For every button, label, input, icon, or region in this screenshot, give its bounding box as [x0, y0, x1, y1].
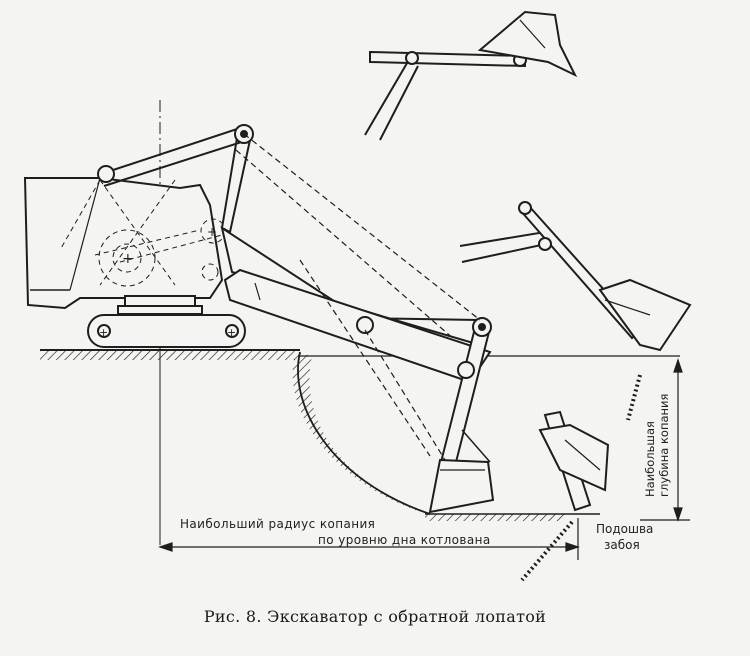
radius-label-line1: Наибольший радиус копания: [180, 517, 376, 531]
excavator-body: [23, 177, 224, 315]
base-label-line2: забоя: [604, 538, 640, 552]
bucket-upper-position: [364, 10, 578, 141]
depth-label-line1: Наибольшая: [643, 421, 657, 497]
ground-surface: [40, 349, 680, 360]
radius-dimension: [158, 518, 580, 560]
bucket-digging: [428, 429, 495, 514]
hoist-rope-dashed: [235, 133, 481, 461]
depth-label-line2: глубина копания: [657, 393, 671, 497]
base-label-line1: Подошва: [596, 522, 654, 536]
depth-label: Наибольшая глубина копания: [643, 394, 671, 497]
bucket-lower-position: [538, 410, 610, 512]
svg-text:+: +: [99, 326, 108, 339]
svg-text:+: +: [207, 225, 217, 239]
figure-caption: Рис. 8. Экскаватор с обратной лопатой: [203, 607, 547, 626]
excavation-pit: [292, 351, 600, 521]
radius-label-line2: по уровню дна котлована: [318, 533, 491, 547]
bucket-middle-position: [459, 201, 692, 352]
depth-dimension: [640, 358, 690, 522]
svg-text:+: +: [122, 251, 134, 267]
svg-text:+: +: [227, 326, 236, 339]
crawler-tracks: [87, 314, 246, 348]
